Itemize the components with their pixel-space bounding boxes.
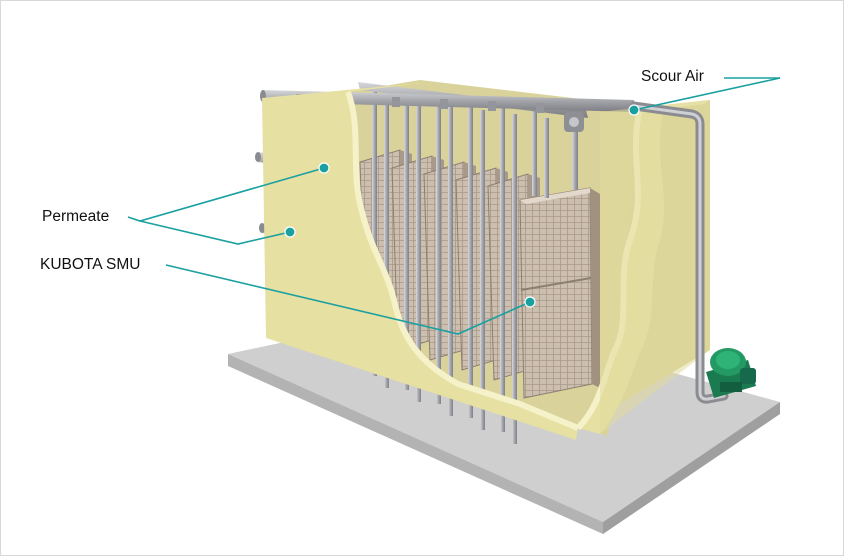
permeate-leader-lower [139,220,291,245]
scour-air-pipe [629,101,729,404]
callout-dots [284,104,640,308]
scour-air-leader-diagonal [633,77,781,111]
permeate-dot-lower [284,226,296,238]
permeate-dot-upper [318,162,330,174]
smu-dot [524,296,536,308]
tank-front-wall [262,82,710,440]
membrane-modules [359,149,600,399]
drop-pipes [372,86,578,444]
scour-air-dot [628,104,640,116]
smu-leader [165,264,531,335]
callout-leaders [127,77,781,335]
scour-air-label: Scour Air [641,68,704,85]
kubota-smu-label: KUBOTA SMU [40,256,141,273]
blower [706,348,756,398]
permeate-label: Permeate [42,208,110,225]
membrane-module-front [519,187,600,399]
header-pipes [260,82,636,132]
